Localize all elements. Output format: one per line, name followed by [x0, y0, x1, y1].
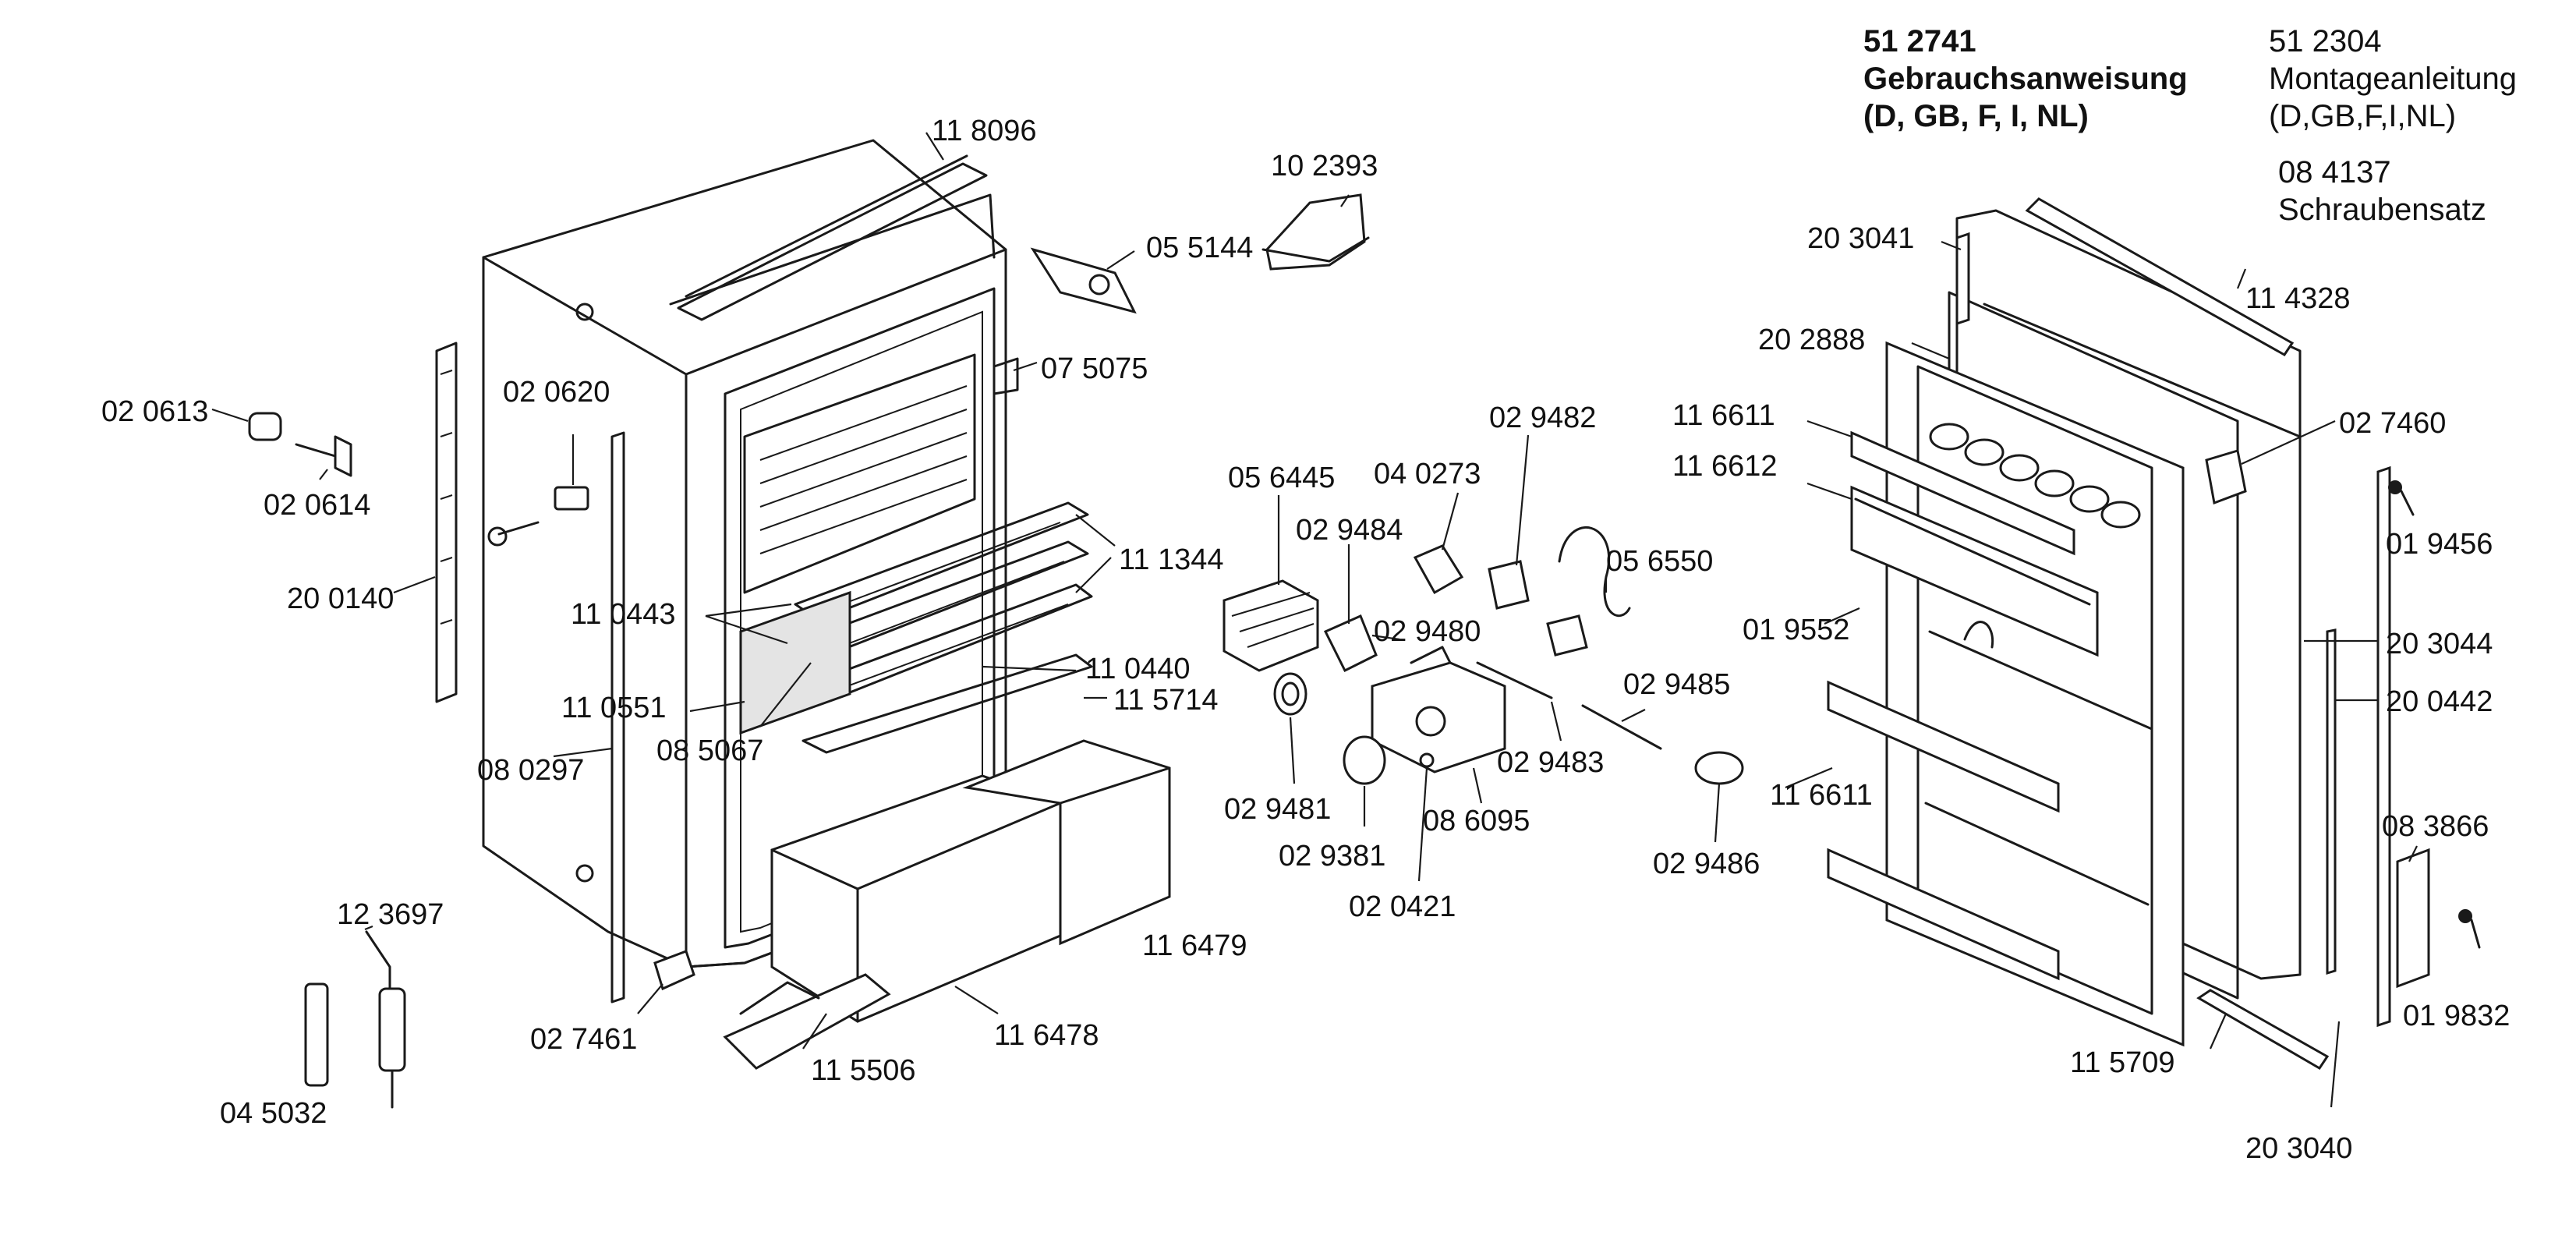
- part-label: 20 0140: [287, 582, 394, 615]
- install-code: 51 2304: [2269, 24, 2382, 58]
- part-label: 11 6611: [1770, 779, 1873, 812]
- part-label: 04 0273: [1374, 458, 1481, 490]
- part-label: 20 3041: [1807, 222, 1914, 255]
- screw-set-code: 08 4137: [2278, 155, 2391, 189]
- part-label: 04 5032: [220, 1097, 327, 1130]
- document-header: 51 2741 Gebrauchsanweisung (D, GB, F, I,…: [1863, 24, 2517, 227]
- fridge-cabinet: [248, 139, 1370, 1109]
- part-label: 02 0613: [101, 395, 208, 428]
- part-label: 01 9456: [2386, 528, 2493, 561]
- manual-title: Gebrauchsanweisung: [1863, 62, 2188, 96]
- manual-languages: (D, GB, F, I, NL): [1863, 99, 2089, 133]
- part-label: 01 9552: [1743, 614, 1849, 646]
- part-label: 02 0620: [503, 376, 610, 409]
- part-label: 11 5709: [2070, 1046, 2175, 1079]
- part-label: 20 3040: [2245, 1132, 2352, 1165]
- part-label: 20 0442: [2386, 685, 2493, 718]
- part-label: 02 0614: [264, 489, 370, 522]
- part-label: 11 4328: [2245, 282, 2351, 315]
- part-label: 01 9832: [2403, 1000, 2510, 1032]
- part-label: 10 2393: [1271, 150, 1378, 182]
- part-label: 12 3697: [337, 898, 444, 931]
- part-label: 02 9483: [1497, 746, 1604, 779]
- part-label: 02 9381: [1279, 840, 1385, 873]
- install-title: Montageanleitung: [2269, 62, 2517, 96]
- part-label: 02 9485: [1623, 668, 1730, 701]
- part-label: 11 6478: [994, 1019, 1099, 1052]
- part-label: 02 9480: [1374, 615, 1481, 648]
- part-label: 11 5714: [1113, 684, 1219, 717]
- part-label: 11 1344: [1119, 543, 1224, 576]
- part-label: 05 6445: [1228, 462, 1335, 494]
- part-label: 08 6095: [1423, 805, 1530, 837]
- part-label: 08 3866: [2382, 810, 2489, 843]
- part-label: 02 7461: [530, 1023, 637, 1056]
- part-label: 02 9486: [1653, 848, 1760, 880]
- part-label: 11 0443: [571, 598, 676, 631]
- part-labels: 11 8096 10 2393 05 5144 07 5075 02 0613 …: [101, 115, 2510, 1165]
- thermostat-assembly: [1223, 526, 1744, 785]
- part-label: 02 0421: [1349, 890, 1456, 923]
- part-label: 07 5075: [1041, 352, 1148, 385]
- part-label: 11 0551: [561, 692, 667, 724]
- part-label: 02 9484: [1296, 514, 1403, 547]
- screw-set-title: Schraubensatz: [2278, 193, 2486, 227]
- manual-code: 51 2741: [1863, 24, 1976, 58]
- leader-lines: [211, 132, 2418, 1108]
- part-label: 11 8096: [932, 115, 1037, 147]
- part-label: 02 7460: [2339, 407, 2446, 440]
- part-label: 20 3044: [2386, 628, 2493, 660]
- fridge-door: [1827, 197, 2481, 1071]
- part-label: 11 5506: [811, 1054, 916, 1087]
- part-label: 20 2888: [1758, 324, 1865, 356]
- part-label: 05 6550: [1606, 545, 1713, 578]
- part-label: 05 5144: [1146, 232, 1253, 264]
- install-languages: (D,GB,F,I,NL): [2269, 99, 2456, 133]
- part-label: 08 0297: [477, 754, 584, 787]
- part-label: 11 6611: [1672, 399, 1775, 432]
- part-label: 08 5067: [656, 735, 763, 767]
- part-label: 02 9482: [1489, 402, 1596, 434]
- part-label: 11 0440: [1085, 653, 1191, 685]
- part-label: 02 9481: [1224, 793, 1331, 826]
- part-label: 11 6612: [1672, 450, 1778, 483]
- part-label: 11 6479: [1142, 929, 1247, 962]
